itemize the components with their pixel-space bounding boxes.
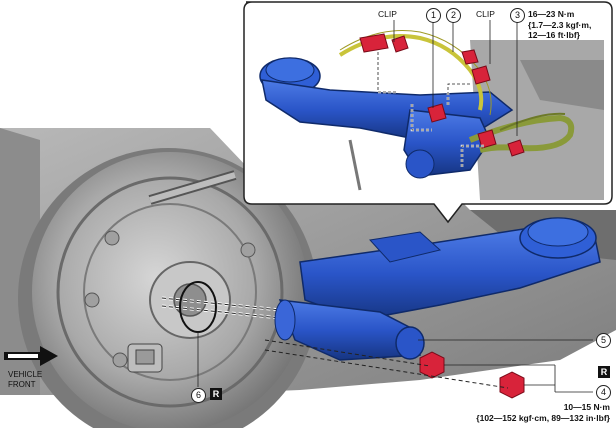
r-mark-right: R [598, 366, 610, 378]
clip-label-left: CLIP [378, 9, 397, 19]
callout-5: 5 [596, 333, 611, 348]
leader-lines-lower [197, 332, 593, 393]
torque-upper-line1: 16—23 N·m [528, 9, 575, 19]
mounting-nuts-lower [264, 339, 525, 399]
callout-4: 4 [596, 385, 611, 400]
callout-2: 2 [446, 8, 461, 23]
vehicle-front-line1: VEHICLE [8, 370, 43, 379]
torque-lower-line2: {102—152 kgf·cm, 89—132 in·lbf} [476, 412, 610, 423]
vehicle-front-arrow [4, 346, 58, 366]
callout-3: 3 [510, 8, 525, 23]
torque-spec-lower: 10—15 N·m {102—152 kgf·cm, 89—132 in·lbf… [476, 402, 610, 423]
inset-contents [259, 20, 604, 200]
callout-1: 1 [426, 8, 441, 23]
torque-lower-line1: 10—15 N·m [563, 402, 610, 412]
clip-label-right: CLIP [476, 9, 495, 19]
brake-booster [18, 148, 318, 428]
callout-6: 6 [191, 388, 206, 403]
torque-upper-line2: {1.7—2.3 kgf·m, [528, 19, 592, 30]
torque-spec-upper: 16—23 N·m {1.7—2.3 kgf·m, 12—16 ft·lbf} [528, 9, 591, 41]
torque-upper-line3: 12—16 ft·lbf} [528, 30, 580, 40]
vehicle-front-label: VEHICLE FRONT [8, 370, 42, 389]
master-cylinder-lower [274, 217, 601, 361]
r-mark-lower: R [210, 388, 222, 400]
vehicle-front-line2: FRONT [8, 379, 36, 389]
